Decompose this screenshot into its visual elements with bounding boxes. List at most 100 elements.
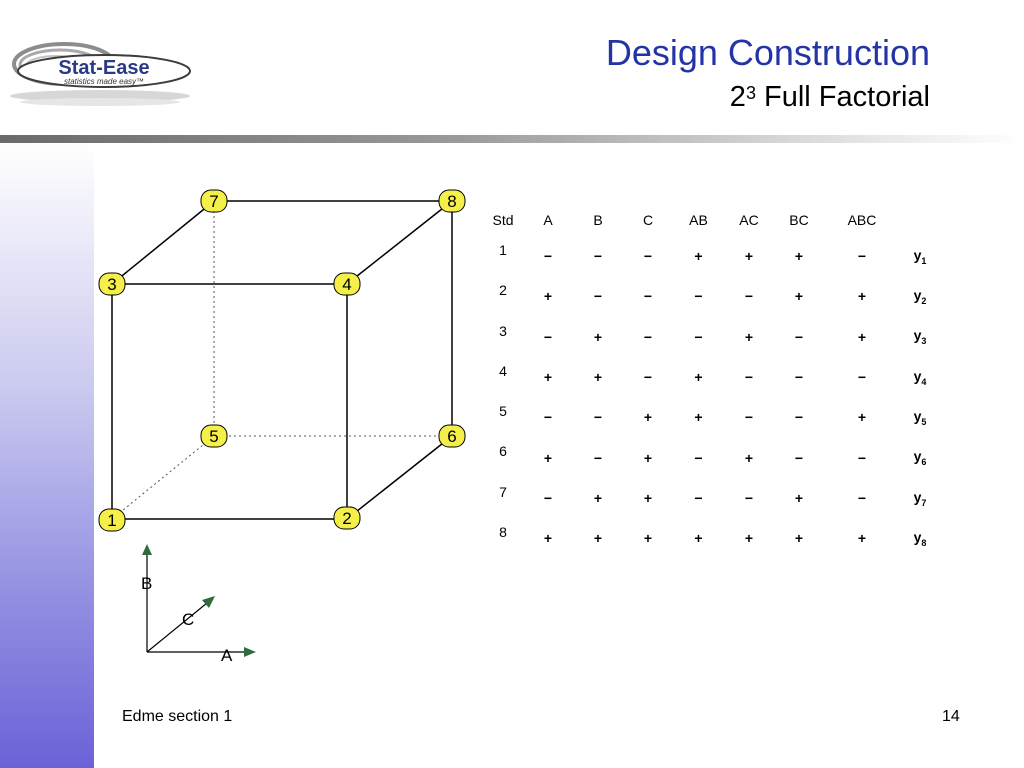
corner-label-1: 1	[107, 511, 116, 530]
sign-cell: +	[543, 530, 553, 547]
table-row: 2+−−−−++y2	[483, 276, 940, 316]
response-subscript: 3	[921, 336, 927, 347]
sign-cell: +	[744, 328, 754, 345]
response-cell: y1	[900, 236, 940, 276]
sign-cell: −	[643, 328, 653, 345]
response-cell: y4	[900, 357, 940, 397]
sign-cell: −	[694, 288, 703, 305]
response-cell: y2	[900, 276, 940, 316]
corner-marker-1: 1	[98, 508, 126, 532]
sign-cell: −	[744, 369, 754, 386]
subtitle-exponent: 3	[745, 83, 756, 103]
corner-marker-3: 3	[98, 272, 126, 296]
corner-label-7: 7	[209, 192, 218, 211]
axis-b-arrowhead	[142, 544, 152, 555]
response-symbol: y	[913, 448, 922, 465]
sign-cell: +	[744, 530, 754, 547]
corner-marker-8: 8	[438, 189, 466, 213]
table-header-row: Std A B C AB AC BC ABC	[483, 204, 940, 236]
sign-cell: +	[694, 530, 703, 547]
response-symbol: y	[913, 528, 922, 545]
slide-subtitle: 23 Full Factorial	[730, 80, 930, 114]
response-subscript: 7	[921, 497, 927, 508]
std-order-cell: 1	[499, 242, 507, 258]
sign-cell: −	[744, 288, 754, 305]
sign-cell: −	[794, 369, 804, 386]
sign-cell: −	[857, 248, 867, 265]
subtitle-rest: Full Factorial	[755, 81, 930, 113]
table-row: 7−++−−+−y7	[483, 478, 940, 518]
sign-cell: −	[593, 409, 603, 426]
response-cell: y3	[900, 317, 940, 357]
std-order-cell: 8	[499, 524, 507, 541]
sign-cell: −	[794, 328, 804, 345]
axis-c-label: C	[182, 610, 194, 629]
table-row: 6+−+−+−−y6	[483, 437, 940, 477]
sign-cell: +	[794, 288, 804, 305]
sign-cell: +	[857, 530, 867, 547]
corner-label-8: 8	[447, 192, 456, 211]
page-number: 14	[942, 708, 960, 725]
sign-cell: −	[694, 449, 703, 466]
response-subscript: 5	[921, 416, 927, 427]
response-cell: y7	[900, 478, 940, 518]
response-subscript: 2	[921, 295, 927, 306]
header-abc: ABC	[847, 212, 877, 228]
sign-cell: +	[857, 409, 867, 426]
sign-cell: −	[643, 288, 653, 305]
response-symbol: y	[913, 407, 922, 424]
footer-section-label: Edme section 1	[122, 708, 233, 725]
response-symbol: y	[913, 488, 922, 505]
subtitle-base: 2	[729, 81, 746, 113]
slide-title: Design Construction	[605, 32, 930, 73]
sign-cell: −	[593, 449, 603, 466]
header-a: A	[543, 212, 553, 228]
std-order-cell: 3	[499, 322, 507, 339]
sign-cell: +	[794, 530, 804, 547]
axis-c-line	[146, 602, 208, 653]
std-order-cell: 6	[499, 443, 507, 460]
sign-cell: +	[593, 489, 603, 506]
sign-cell: +	[794, 489, 804, 506]
header-b: B	[593, 212, 603, 228]
sign-cell: +	[593, 328, 603, 345]
sign-cell: −	[857, 369, 867, 386]
sign-cell: −	[543, 489, 553, 506]
header-ac: AC	[739, 212, 759, 228]
corner-label-3: 3	[107, 275, 116, 294]
table-row: 1−−−+++−y1	[483, 236, 940, 276]
response-subscript: 8	[921, 537, 927, 548]
logo-brand: Stat-Ease	[58, 57, 149, 79]
sign-cell: −	[593, 248, 603, 265]
sign-cell: −	[593, 288, 603, 305]
sign-cell: +	[643, 489, 653, 506]
sign-cell: −	[794, 409, 804, 426]
sign-cell: −	[794, 449, 804, 466]
header-y	[900, 204, 940, 236]
response-symbol: y	[913, 327, 922, 344]
sign-cell: −	[643, 369, 653, 386]
sign-cell: −	[744, 489, 754, 506]
table-row: 5−−++−−+y5	[483, 397, 940, 437]
cube-edge	[346, 435, 453, 520]
corner-marker-7: 7	[200, 189, 228, 213]
response-symbol: y	[913, 246, 922, 263]
corner-marker-5: 5	[200, 424, 228, 448]
std-order-cell: 2	[499, 282, 507, 299]
table-row: 8+++++++y8	[483, 518, 940, 558]
sign-cell: +	[744, 449, 754, 466]
response-cell: y8	[900, 518, 940, 558]
header-c: C	[642, 212, 654, 228]
sign-cell: +	[643, 530, 653, 547]
header-bc: BC	[789, 212, 809, 228]
header-ab: AB	[689, 212, 708, 228]
corner-label-6: 6	[447, 427, 456, 446]
std-order-cell: 7	[499, 483, 507, 500]
cube-edge	[111, 200, 215, 285]
sign-cell: −	[744, 409, 754, 426]
sign-cell: +	[857, 288, 867, 305]
std-order-cell: 4	[499, 362, 507, 379]
sign-cell: +	[744, 248, 754, 265]
sign-cell: −	[643, 248, 653, 265]
sign-cell: −	[543, 248, 553, 265]
